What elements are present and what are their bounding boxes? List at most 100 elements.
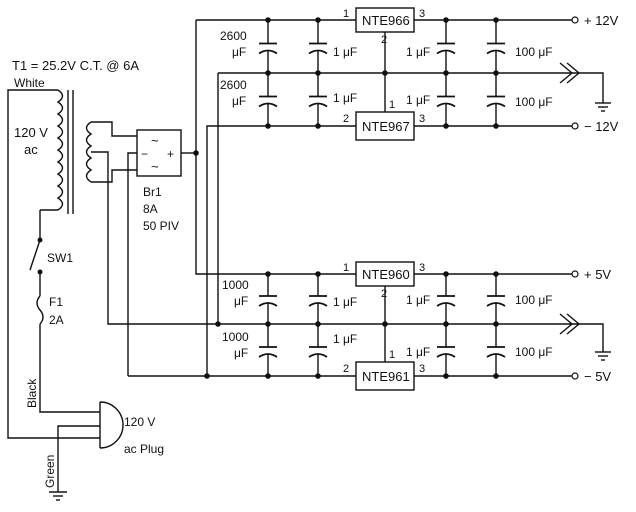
junction-dot: [265, 373, 271, 379]
plug-voltage: 120 V: [124, 415, 155, 429]
junction-dot: [493, 70, 499, 76]
junction-dot: [315, 17, 321, 23]
cap-1u-top-left: 1 μF: [333, 45, 357, 59]
bridge-rectifier-br1: ~ − + ~ Br1 8A 50 PIV: [127, 129, 199, 376]
plus12-label: + 12V: [584, 13, 619, 28]
cap-2600-top-unit: μF: [232, 45, 246, 59]
ground-chevron-12v-icon: [559, 62, 581, 84]
cap-100u-top: 100 μF: [515, 45, 553, 59]
minus5-label: − 5V: [584, 369, 611, 384]
minus5-terminal[interactable]: [571, 372, 579, 380]
bridge-current: 8A: [143, 202, 158, 216]
unregulated-rails: [128, 19, 600, 379]
nte967-pin-out: 3: [419, 113, 425, 125]
ground-12v-icon: [595, 102, 611, 112]
nte966-pin-out: 3: [419, 8, 425, 20]
junction-dot: [443, 123, 449, 129]
nte967-label: NTE967: [362, 119, 410, 134]
junction-dot: [315, 321, 321, 327]
junction-dot: [265, 271, 271, 277]
section-5v: NTE960 1 2 3 NTE961 2 1 3 1000 μF 1 μF 1…: [222, 261, 572, 391]
earth-ground-icon: [49, 491, 67, 501]
primary-voltage: 120 V: [14, 125, 48, 140]
capacitor-5v-lower-4: [486, 324, 506, 376]
capacitor-5v-upper-4: [486, 274, 506, 324]
black-wire-label: Black: [25, 378, 39, 408]
capacitor-12v-upper-2: [308, 20, 328, 73]
plus5-label: + 5V: [584, 267, 611, 282]
plus5-terminal[interactable]: [571, 270, 579, 278]
primary-coil: [56, 89, 64, 211]
nte960-label: NTE960: [362, 267, 410, 282]
cap-1000-top-value: 1000: [222, 278, 249, 292]
fuse-element: [36, 295, 44, 325]
ground-chevron-5v-icon: [559, 313, 581, 335]
ground-lead-12v: [600, 72, 604, 103]
output-terminals: + 12V − 12V + 5V − 5V: [559, 13, 619, 384]
bridge-ref: Br1: [143, 185, 162, 199]
cap-2600-bottom-unit: μF: [232, 94, 246, 108]
plus12-terminal[interactable]: [571, 16, 579, 24]
nte967-pin-gnd: 1: [389, 99, 395, 111]
cap-1u-bottom-right: 1 μF: [406, 93, 430, 107]
bridge-body: [136, 129, 182, 177]
minus12-terminal[interactable]: [571, 122, 579, 130]
nte966-label: NTE966: [362, 13, 410, 28]
center-tap-ground-wire: [91, 151, 600, 325]
nte961-pin-out: 3: [419, 363, 425, 375]
section-12v: NTE966 1 2 3 NTE967 2 1 3 2600 μF 1 μF 1…: [220, 7, 572, 141]
cap-100u-bottom: 100 μF: [515, 95, 553, 109]
capacitor-5v-upper-1: [258, 274, 278, 324]
capacitor-5v-lower-1: [258, 324, 278, 376]
cap-5v-1u-top-right: 1 μF: [406, 293, 430, 307]
black-wire: [39, 324, 100, 413]
capacitor-12v-upper-3: [436, 20, 456, 73]
fuse-label: F1: [49, 295, 63, 309]
white-wire-label: White: [14, 76, 45, 90]
white-wire: [7, 89, 100, 439]
capacitor-5v-upper-2: [308, 274, 328, 324]
junction-dot: [493, 373, 499, 379]
bridge-plus: +: [167, 147, 174, 161]
positive-raw-rail: [195, 20, 356, 275]
nte960-pin-in: 1: [343, 262, 349, 274]
capacitor-12v-lower-1: [258, 73, 278, 126]
capacitor-5v-lower-2: [308, 324, 328, 376]
secondary-coil: [85, 121, 93, 183]
cap-2600-bottom-value: 2600: [220, 78, 247, 92]
junction-dot: [265, 123, 271, 129]
capacitor-5v-lower-3: [436, 324, 456, 376]
plug-label: ac Plug: [124, 442, 164, 456]
junction-dot: [315, 70, 321, 76]
junction-dot: [315, 123, 321, 129]
junction-dot: [443, 373, 449, 379]
cap-5v-100u-bottom: 100 μF: [515, 345, 553, 359]
green-wire: [57, 425, 100, 492]
junction-dot: [265, 321, 271, 327]
junction-dot: [265, 17, 271, 23]
cap-1u-top-right: 1 μF: [406, 45, 430, 59]
junction-dot: [443, 321, 449, 327]
cap-1000-bottom-value: 1000: [222, 330, 249, 344]
transformer-title: T1 = 25.2V C.T. @ 6A: [12, 58, 139, 73]
cap-1000-top-unit: μF: [234, 294, 248, 308]
cap-5v-1u-bottom-left: 1 μF: [333, 332, 357, 346]
nte966-pin-gnd: 2: [381, 34, 387, 46]
nte960-pin-gnd: 2: [381, 288, 387, 300]
capacitor-12v-lower-3: [436, 73, 456, 126]
junction-dot: [215, 321, 221, 327]
bridge-minus: −: [141, 147, 148, 161]
junction-dots: [265, 17, 499, 379]
bridge-ac-top: ~: [151, 133, 159, 148]
cap-5v-1u-top-left: 1 μF: [333, 295, 357, 309]
junction-dot: [315, 373, 321, 379]
fuse-rating: 2A: [49, 313, 64, 327]
green-wire-label: Green: [43, 455, 57, 488]
capacitor-12v-upper-4: [486, 20, 506, 73]
junction-dot: [493, 321, 499, 327]
plug-body: [99, 401, 124, 449]
nte966-pin-in: 1: [343, 8, 349, 20]
switch-blade: [29, 239, 41, 271]
nte961-pin-in: 2: [343, 363, 349, 375]
